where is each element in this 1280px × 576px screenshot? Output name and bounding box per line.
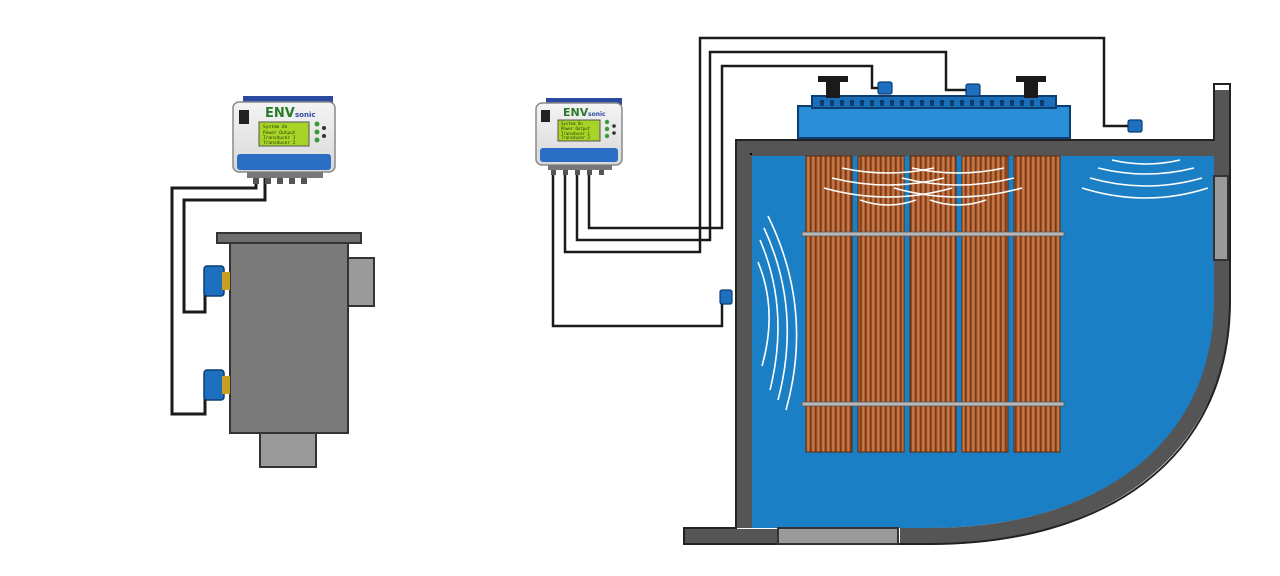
transducer-upper (203, 265, 230, 297)
controller-left-brand-suffix: sonic (295, 111, 316, 119)
nozzle-left (818, 76, 848, 98)
transducer-cover-b (965, 83, 981, 97)
transducer-tank-side (719, 289, 733, 305)
transducer-cover-a (877, 81, 893, 95)
controller-left-lcd-line-4: Transducer 2 (263, 140, 296, 146)
controller-right-brand-suffix: sonic (588, 111, 606, 118)
inline-housing (216, 232, 375, 468)
plate-pack-cover (797, 95, 1071, 139)
transducer-tank-top (1127, 119, 1143, 133)
tank-wall-outline-inner (750, 153, 752, 155)
right-system: ENV sonic System On Power Output Transdu… (535, 36, 1231, 545)
controller-right-lcd-line-1: System On (561, 121, 583, 126)
controller-right-lcd-line-2: Power Output (561, 126, 590, 131)
controller-right-lcd-line-4: Transducer 2 (561, 135, 590, 140)
ultrasonic-waves-top (823, 167, 1023, 206)
left-wiring (170, 172, 267, 416)
tank-bottom-port (777, 527, 899, 545)
tank-wall (684, 90, 1230, 545)
nozzle-right (1016, 76, 1046, 98)
tank-side-port (1213, 175, 1229, 261)
ultrasonic-waves-left (757, 215, 798, 411)
left-system: ENV sonic System On Power Output Transdu… (170, 96, 375, 468)
controller-left-brand: ENV (265, 106, 295, 121)
controller-left-lcd-line-1: System On (263, 124, 288, 130)
cover-bolts (820, 100, 1044, 106)
controller-right: ENV sonic System On Power Output Transdu… (535, 98, 623, 175)
controller-left: ENV sonic System On Power Output Transdu… (232, 96, 336, 184)
controller-right-lcd-line-3: Transducer 1 (561, 131, 590, 136)
ultrasonic-waves-right (1081, 159, 1209, 199)
right-wiring (551, 36, 1128, 328)
controller-left-lcd-line-2: Power Output (263, 130, 296, 136)
controller-right-brand: ENV (563, 106, 589, 119)
controller-right-lcd (557, 119, 601, 142)
controller-left-lcd-line-3: Transducer 1 (263, 135, 296, 141)
transducer-lower (203, 369, 230, 401)
controller-left-lcd (258, 121, 310, 147)
